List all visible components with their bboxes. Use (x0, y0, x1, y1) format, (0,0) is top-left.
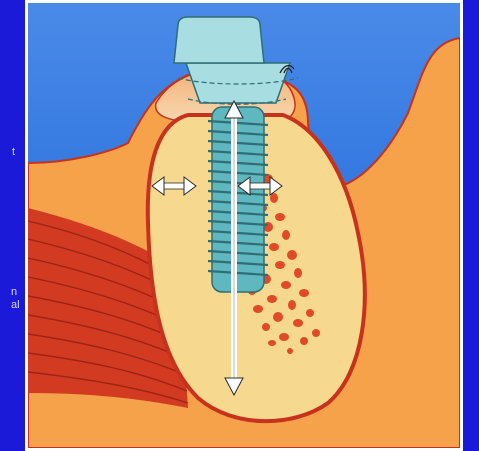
side-text-fragment-2: n al (11, 286, 20, 312)
side-text-fragment-2-line-1: n (11, 286, 20, 299)
abutment (174, 17, 264, 63)
side-text-fragment-2-line-2: al (11, 299, 20, 312)
implant-cross-section-diagram (28, 3, 460, 448)
side-text-fragment-1: t (12, 146, 15, 159)
illustration-frame (25, 0, 463, 451)
